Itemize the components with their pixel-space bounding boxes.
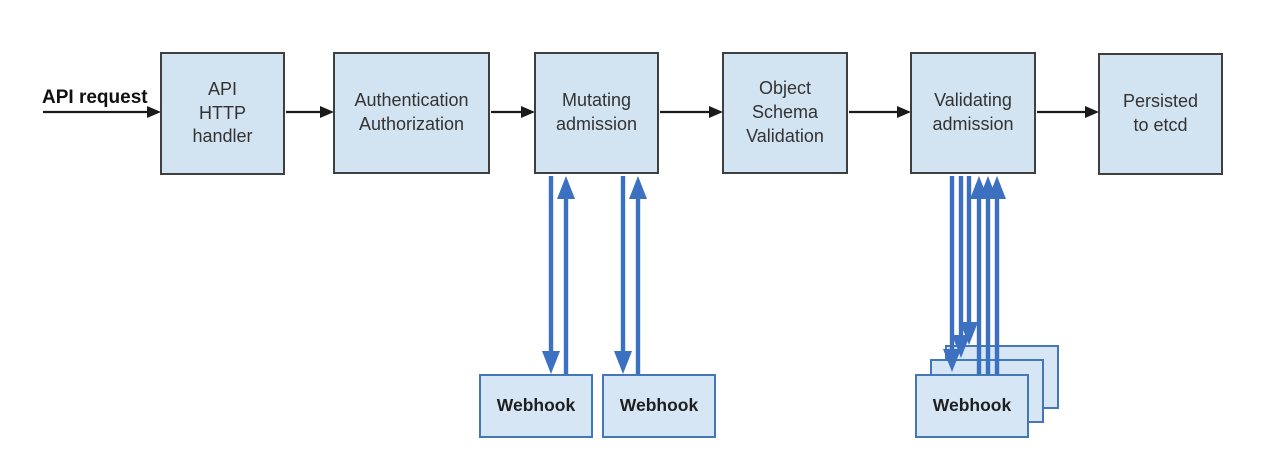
node-persisted-to-etcd: Persisted to etcd [1098,53,1223,175]
api-request-label: API request [42,87,148,108]
node-mutating-admission-label: Mutating admission [555,90,638,134]
arrow-schema-to-validating [849,106,911,118]
arrow-mutating-webhook1-up [557,176,575,374]
arrow-mutating-webhook2-down [614,176,632,374]
node-mutating-admission: Mutating admission [534,52,659,174]
arrow-validating-webhook-down-3 [960,176,978,345]
validating-webhook-front: Webhook [915,374,1029,438]
node-persisted-to-etcd-label: Persisted to etcd [1122,91,1199,135]
mutating-webhook-2-label: Webhook [619,395,699,416]
node-authentication-authorization: Authentication Authorization [333,52,490,174]
arrow-mutating-to-schema [660,106,723,118]
arrow-mutating-webhook2-up [629,176,647,374]
mutating-webhook-2: Webhook [602,374,716,438]
node-api-http-handler: API HTTP handler [160,52,285,175]
mutating-webhook-1: Webhook [479,374,593,438]
node-validating-admission-label: Validating admission [932,90,1014,134]
node-authentication-authorization-label: Authentication Authorization [354,90,469,134]
arrow-validating-webhook-down-1 [943,176,961,372]
arrow-validating-to-etcd [1037,106,1099,118]
node-object-schema-validation: Object Schema Validation [722,52,848,174]
validating-webhook-front-label: Webhook [932,395,1012,416]
arrow-mutating-webhook1-down [542,176,560,374]
node-object-schema-validation-label: Object Schema Validation [746,78,824,146]
node-api-http-handler-label: API HTTP handler [192,78,253,147]
arrow-auth-to-mutating [491,106,535,118]
arrow-validating-webhook-down-2 [952,176,970,358]
arrow-handler-to-auth [286,106,334,118]
node-validating-admission: Validating admission [910,52,1036,174]
mutating-webhook-1-label: Webhook [496,395,576,416]
